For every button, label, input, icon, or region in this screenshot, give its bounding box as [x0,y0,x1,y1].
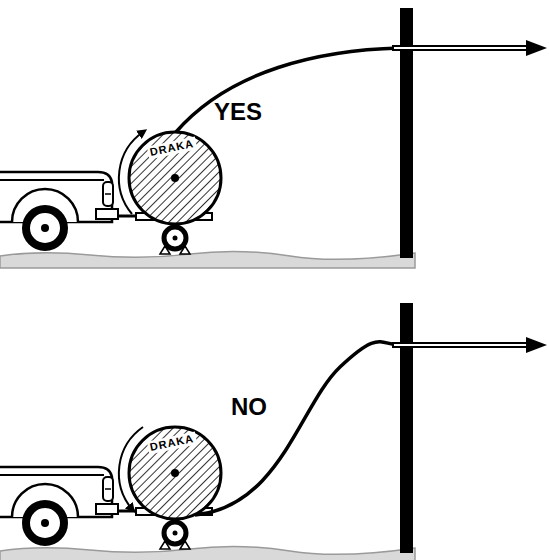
cable [195,337,547,515]
verdict-label: YES [214,100,262,124]
rotation-arrow [119,132,143,214]
ground [0,546,415,560]
rotation-arrow [119,427,143,509]
drum-hub [171,174,179,182]
cable [176,40,547,132]
correct-panel [0,8,547,268]
verdict-label: NO [231,395,267,419]
pole [400,303,413,553]
cable-drum [129,132,221,224]
ground [0,251,415,268]
wrong-panel [0,303,547,560]
drum-hub [171,469,179,477]
cable-drum [129,427,221,519]
